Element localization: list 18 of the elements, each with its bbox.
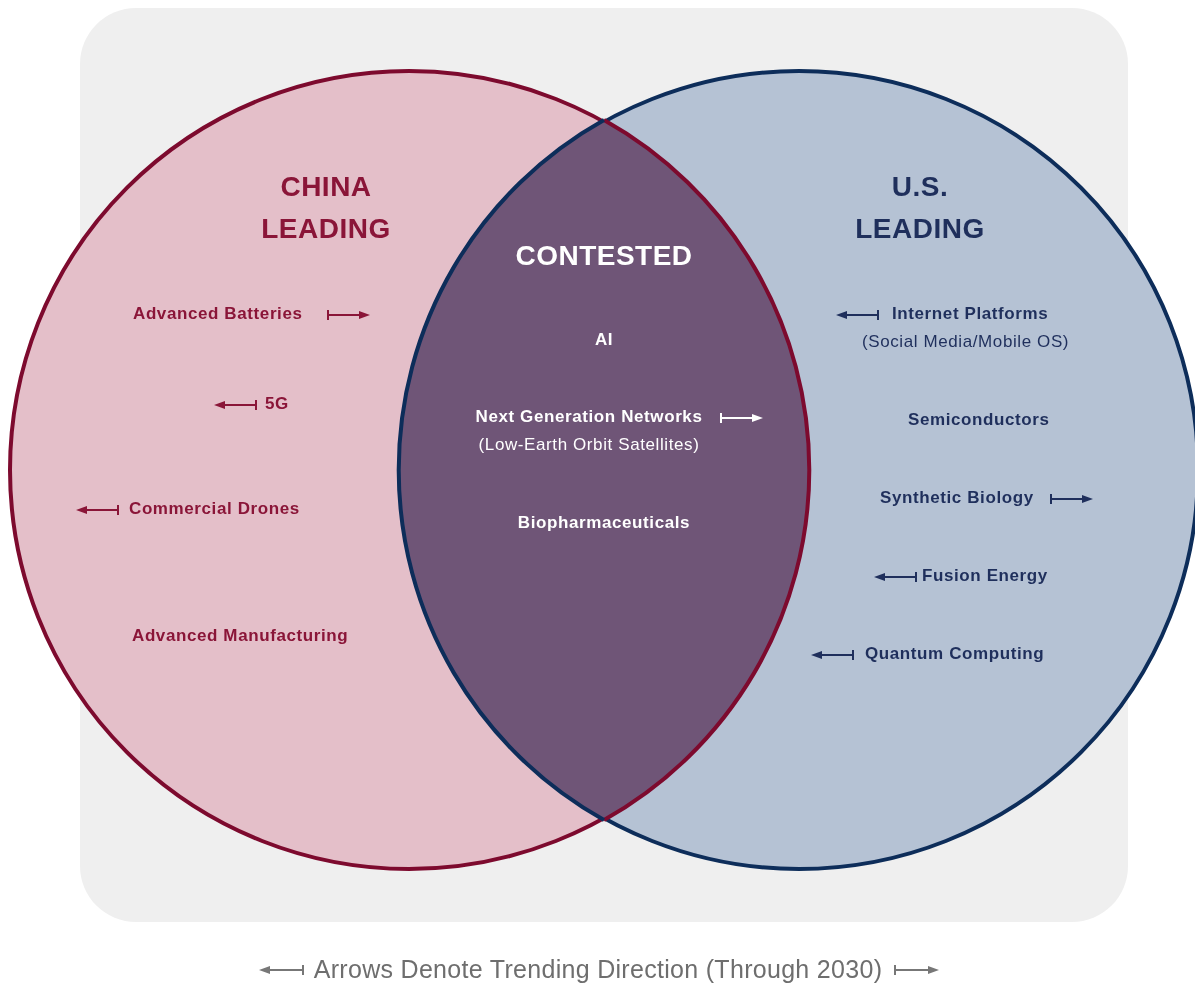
- topic-label: Advanced Batteries: [133, 304, 303, 323]
- region-title: U.S. LEADING: [854, 170, 986, 246]
- topic-label: AI: [594, 330, 614, 349]
- topic-label: Internet Platforms: [892, 304, 1049, 323]
- topic-label: Fusion Energy: [922, 566, 1048, 585]
- region-title: CHINA LEADING: [260, 170, 392, 246]
- topic-label: Biopharmaceuticals: [517, 513, 691, 532]
- topic-label: Synthetic Biology: [880, 488, 1034, 507]
- topic-label: Advanced Manufacturing: [132, 626, 349, 645]
- caption: Arrows Denote Trending Direction (Through 2030): [313, 955, 883, 984]
- topic-label: 5G: [265, 394, 289, 413]
- topic-subtitle: (Social Media/Mobile OS): [862, 332, 1070, 352]
- region-title: CONTESTED: [514, 239, 694, 273]
- topic-label: Next Generation Networks: [475, 407, 703, 426]
- topic-label: Semiconductors: [908, 410, 1050, 429]
- topic-label: Commercial Drones: [129, 499, 300, 518]
- topic-subtitle: (Low-Earth Orbit Satellites): [477, 435, 701, 455]
- topic-label: Quantum Computing: [865, 644, 1045, 663]
